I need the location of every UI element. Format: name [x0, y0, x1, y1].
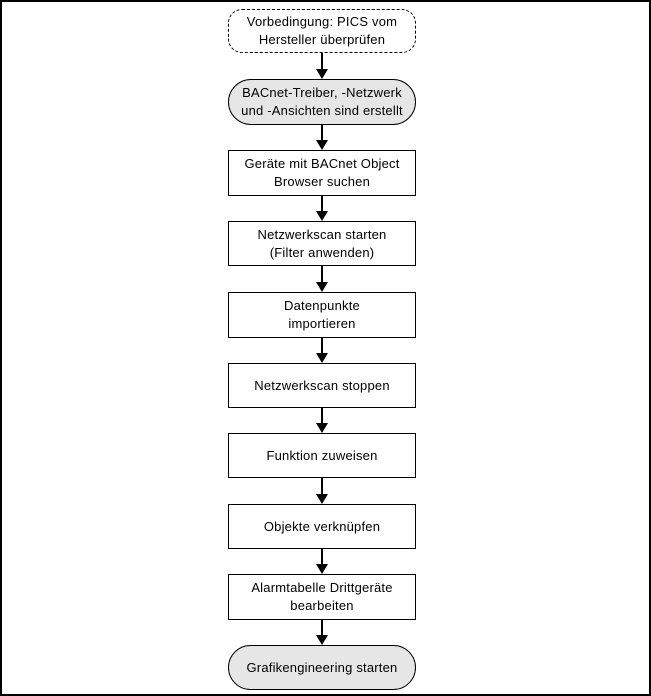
node-device-search: Geräte mit BACnet Object Browser suchen [228, 150, 416, 196]
arrow-line [321, 549, 323, 565]
node-alarm-table-edit: Alarmtabelle Drittgeräte bearbeiten [228, 574, 416, 620]
node-precondition: Vorbedingung: PICS vom Hersteller überpr… [228, 9, 416, 53]
arrow-head-icon [316, 635, 328, 645]
flow-arrow [316, 620, 328, 645]
flow-arrow [316, 549, 328, 574]
arrow-head-icon [316, 353, 328, 363]
arrow-head-icon [316, 282, 328, 292]
flow-arrow [316, 196, 328, 221]
arrow-line [321, 620, 323, 636]
arrow-head-icon [316, 69, 328, 79]
flow-arrow [316, 478, 328, 504]
node-bacnet-created: BACnet-Treiber, -Netzwerk und -Ansichten… [228, 79, 416, 125]
flow-arrow [316, 408, 328, 433]
flow-arrow [316, 125, 328, 150]
flow-arrow [316, 338, 328, 363]
arrow-line [321, 196, 323, 212]
arrow-head-icon [316, 423, 328, 433]
arrow-line [321, 125, 323, 141]
node-graphics-engineering: Grafikengineering starten [228, 645, 416, 690]
arrow-head-icon [316, 140, 328, 150]
node-link-objects: Objekte verknüpfen [228, 504, 416, 549]
arrow-line [321, 338, 323, 354]
arrow-line [321, 408, 323, 424]
node-assign-function: Funktion zuweisen [228, 433, 416, 478]
node-datapoint-import: Datenpunkte importieren [228, 292, 416, 338]
arrow-head-icon [316, 211, 328, 221]
flow-arrow [316, 266, 328, 292]
arrow-line [321, 53, 323, 70]
arrow-line [321, 266, 323, 283]
node-network-scan-stop: Netzwerkscan stoppen [228, 363, 416, 408]
node-network-scan-start: Netzwerkscan starten (Filter anwenden) [228, 221, 416, 266]
flow-arrow [316, 53, 328, 79]
arrow-head-icon [316, 564, 328, 574]
arrow-head-icon [316, 494, 328, 504]
arrow-line [321, 478, 323, 495]
